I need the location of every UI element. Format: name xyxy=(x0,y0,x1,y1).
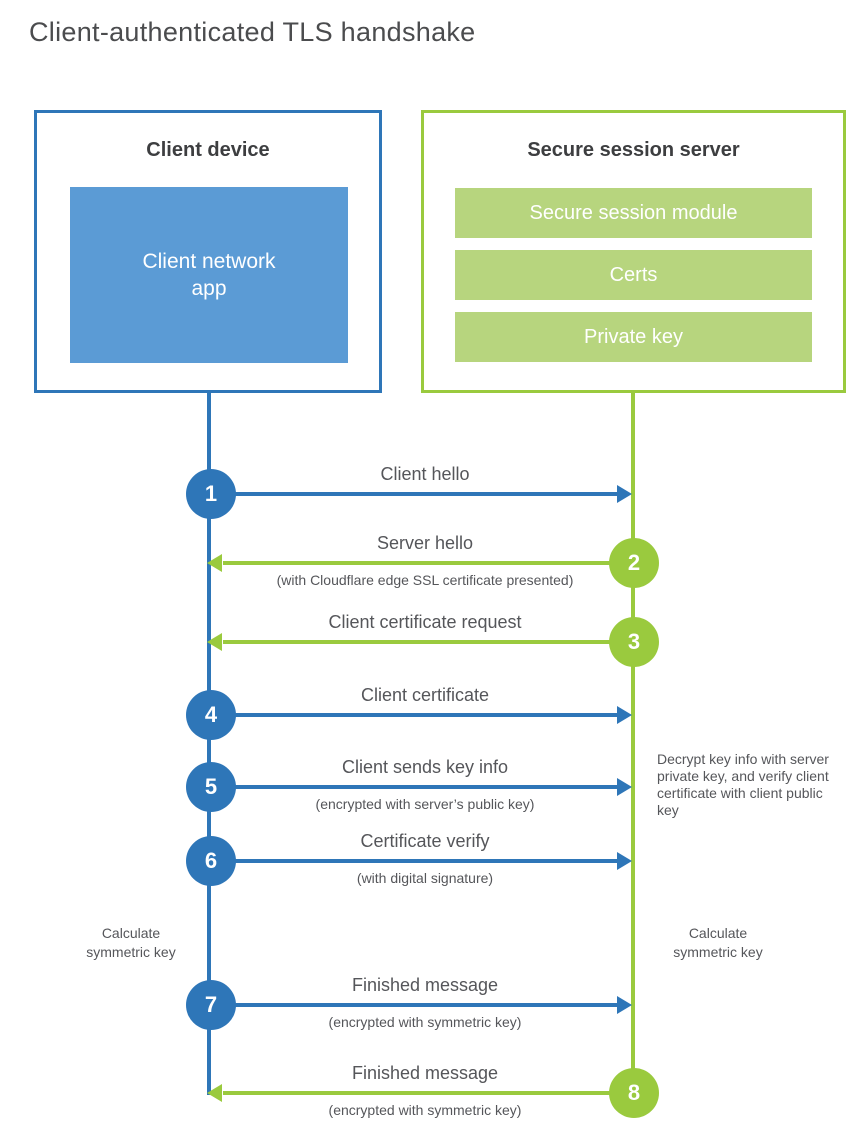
step-label: Client sends key info xyxy=(341,757,509,777)
arrow-right-icon xyxy=(617,778,632,796)
step-number-badge: 2 xyxy=(609,538,659,588)
private-key-bar: Private key xyxy=(455,312,812,362)
client-network-app-label: Client network app xyxy=(142,250,276,300)
arrow-right-icon xyxy=(617,706,632,724)
arrow-shaft xyxy=(234,713,617,717)
step-label: Finished message xyxy=(351,1063,499,1083)
arrow-shaft xyxy=(223,561,610,565)
arrow-right-icon xyxy=(617,996,632,1014)
server-lifeline xyxy=(631,390,635,1095)
note-calculate-symmetric-key-server: Calculate symmetric key xyxy=(673,925,763,960)
client-device-box: Client device Client network app xyxy=(34,110,382,393)
arrow-shaft xyxy=(223,640,610,644)
client-device-heading: Client device xyxy=(146,139,270,161)
step-subtitle: (encrypted with symmetric key) xyxy=(328,1014,522,1030)
secure-session-module-bar: Secure session module xyxy=(455,188,812,238)
arrow-shaft xyxy=(234,492,617,496)
certs-bar: Certs xyxy=(455,250,812,300)
arrow-left-icon xyxy=(207,633,222,651)
step-label: Client certificate request xyxy=(328,612,522,632)
step-number-badge: 4 xyxy=(186,690,236,740)
step-number-badge: 7 xyxy=(186,980,236,1030)
arrow-left-icon xyxy=(207,554,222,572)
arrow-shaft xyxy=(234,859,617,863)
client-lifeline xyxy=(207,390,211,1095)
arrow-shaft xyxy=(234,1003,617,1007)
step-subtitle: (with digital signature) xyxy=(356,870,494,886)
step-label: Client certificate xyxy=(360,685,490,705)
arrow-right-icon xyxy=(617,485,632,503)
arrow-right-icon xyxy=(617,852,632,870)
step-label: Certificate verify xyxy=(360,831,490,851)
arrow-left-icon xyxy=(207,1084,222,1102)
step-subtitle: (encrypted with server’s public key) xyxy=(315,796,535,812)
arrow-shaft xyxy=(234,785,617,789)
note-decrypt-and-verify: Decrypt key info with server private key… xyxy=(657,751,829,818)
page-title: Client-authenticated TLS handshake xyxy=(29,17,476,47)
step-label: Finished message xyxy=(351,975,499,995)
step-label: Server hello xyxy=(376,533,474,553)
arrow-shaft xyxy=(223,1091,610,1095)
note-calculate-symmetric-key-client: Calculate symmetric key xyxy=(86,925,176,960)
step-number-badge: 6 xyxy=(186,836,236,886)
server-modules: Secure session module Certs Private key xyxy=(424,188,843,362)
step-number-badge: 5 xyxy=(186,762,236,812)
step-subtitle: (encrypted with symmetric key) xyxy=(328,1102,522,1118)
secure-session-server-heading: Secure session server xyxy=(527,139,740,161)
step-label: Client hello xyxy=(380,464,470,484)
secure-session-server-box: Secure session server Secure session mod… xyxy=(421,110,846,393)
step-number-badge: 8 xyxy=(609,1068,659,1118)
step-subtitle: (with Cloudflare edge SSL certificate pr… xyxy=(276,572,574,588)
client-network-app-box: Client network app xyxy=(70,187,348,363)
step-number-badge: 1 xyxy=(186,469,236,519)
step-number-badge: 3 xyxy=(609,617,659,667)
